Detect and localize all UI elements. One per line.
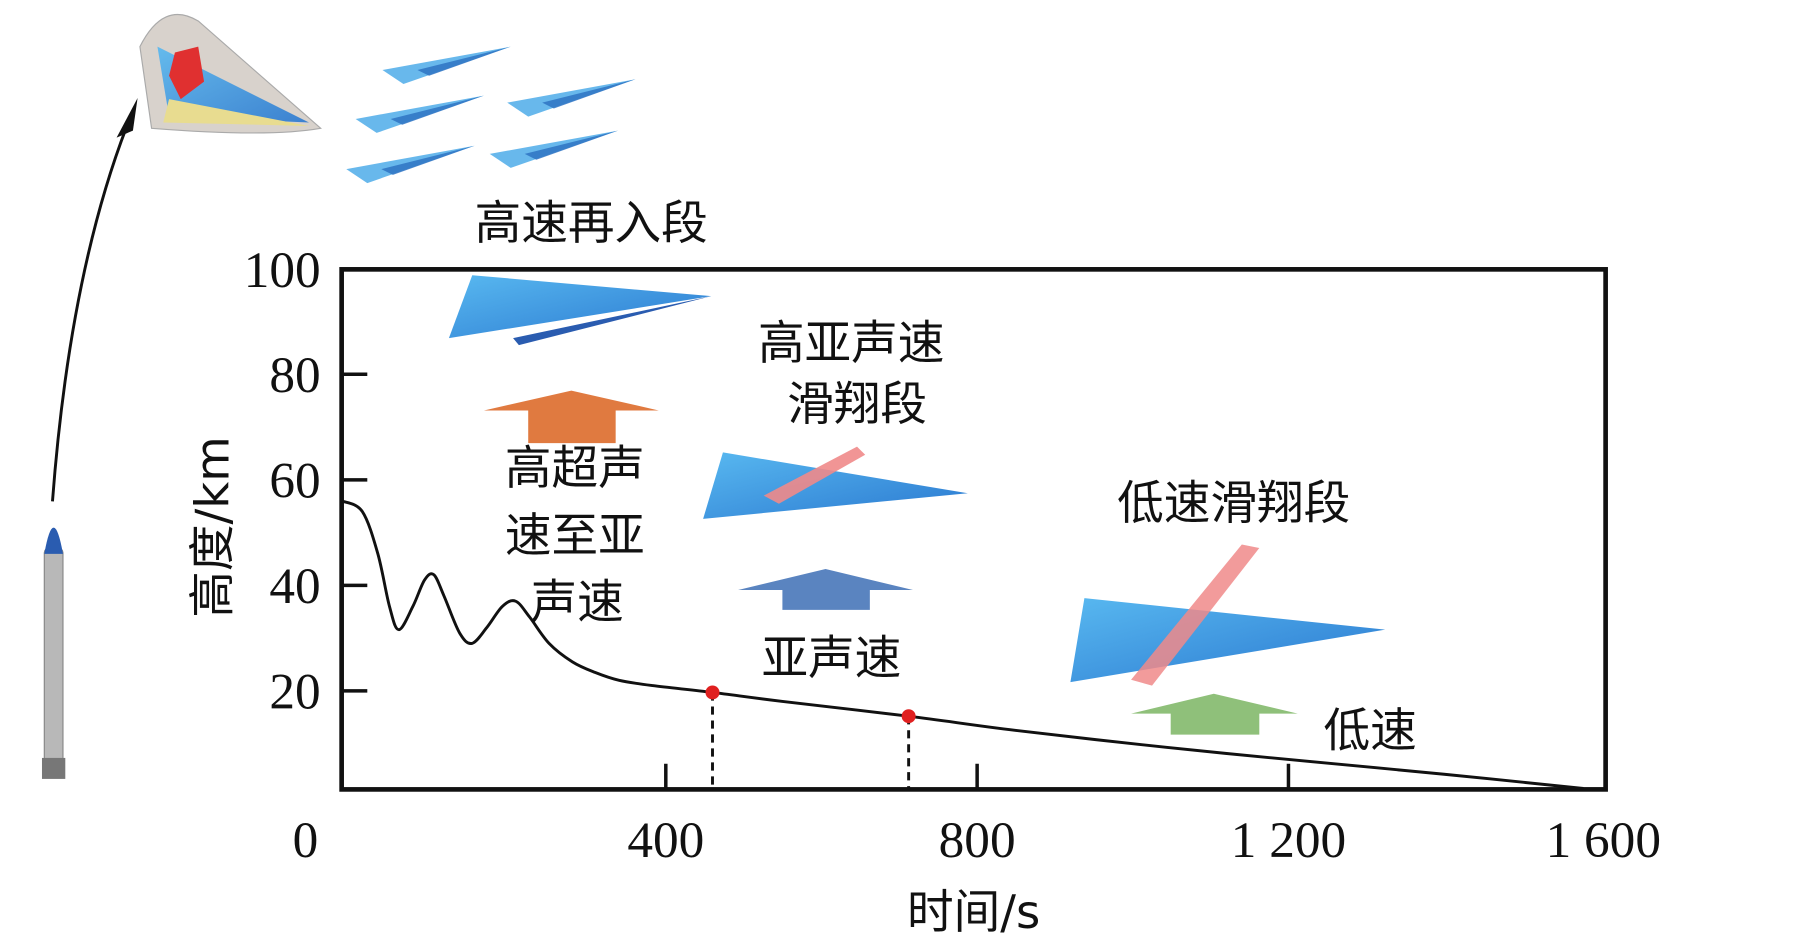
label-low: 低速 bbox=[1323, 703, 1416, 757]
y-tick-label: 80 bbox=[269, 347, 320, 404]
y-tick-label: 100 bbox=[244, 242, 321, 299]
x-tick-label: 1 200 bbox=[1231, 812, 1346, 869]
x-axis-label: 时间/s bbox=[907, 885, 1040, 934]
glider-swarm-illustration bbox=[346, 46, 636, 184]
trajectory-line bbox=[341, 499, 1584, 790]
label-hyper-2: 速至亚 bbox=[505, 509, 645, 563]
label-hyper-1: 高超声 bbox=[505, 441, 645, 495]
transition-point-marker bbox=[901, 709, 916, 724]
label-high-subsonic-1: 高亚声速 bbox=[758, 316, 944, 370]
y-tick-label: 40 bbox=[269, 558, 320, 615]
label-hyper-3: 声速 bbox=[531, 575, 624, 629]
small-glider-icon bbox=[542, 79, 636, 109]
orange-arrow-icon bbox=[483, 390, 659, 444]
x-tick-label: 0 bbox=[293, 812, 319, 869]
label-high-subsonic-2: 滑翔段 bbox=[787, 377, 927, 431]
high-subsonic-glider-illustration bbox=[703, 446, 968, 519]
reentry-capsule-illustration bbox=[139, 13, 322, 134]
blue-arrow-icon bbox=[738, 569, 913, 610]
transition-point-marker bbox=[705, 685, 720, 700]
x-tick-label: 800 bbox=[939, 812, 1016, 869]
y-tick-label: 20 bbox=[269, 663, 320, 720]
x-tick-label: 400 bbox=[627, 812, 704, 869]
green-arrow-icon bbox=[1131, 693, 1298, 735]
y-tick-label: 60 bbox=[269, 452, 320, 509]
arrowhead-icon bbox=[116, 97, 138, 138]
small-glider-icon bbox=[390, 95, 484, 125]
x-tick-label: 1 600 bbox=[1546, 812, 1661, 869]
label-reentry: 高速再入段 bbox=[475, 196, 708, 250]
label-subsonic: 亚声速 bbox=[761, 631, 901, 685]
launch-trajectory-arrow bbox=[51, 116, 132, 502]
small-glider-icon bbox=[524, 130, 618, 160]
rocket-illustration bbox=[41, 527, 66, 779]
y-axis-label: 高度/km bbox=[186, 436, 240, 617]
label-low-glide: 低速滑翔段 bbox=[1117, 476, 1350, 530]
high-speed-glider-illustration bbox=[448, 275, 712, 346]
low-speed-glider-illustration bbox=[1070, 544, 1386, 686]
small-glider-icon bbox=[381, 145, 475, 175]
small-glider-icon bbox=[417, 46, 511, 76]
plot-frame bbox=[339, 267, 1608, 792]
